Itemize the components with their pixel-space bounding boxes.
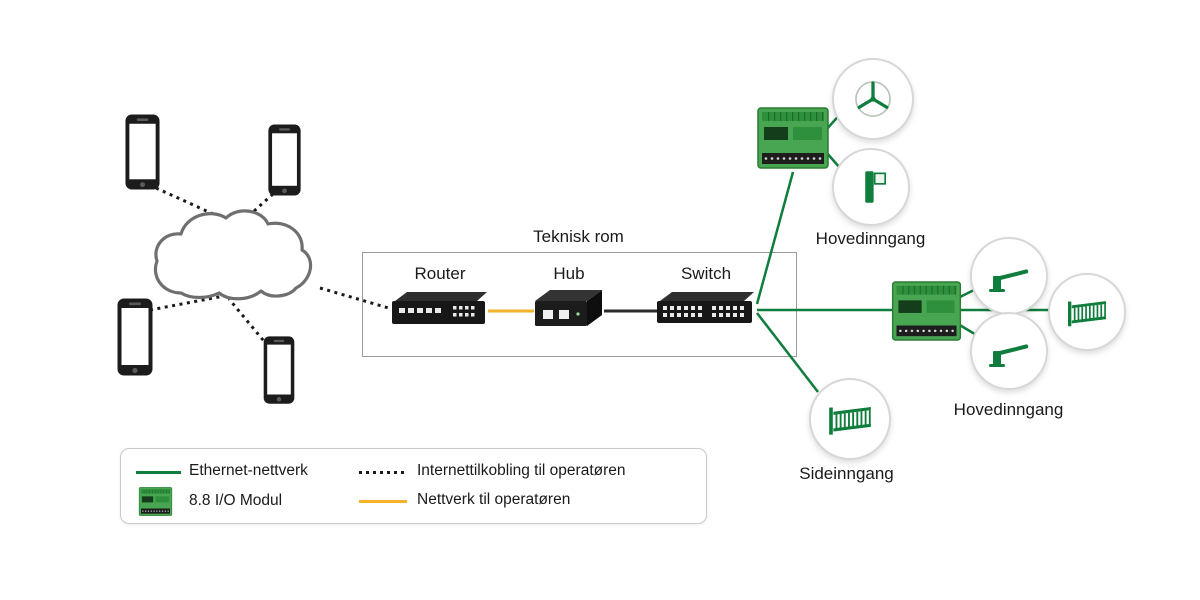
legend-io-module-icon [133,487,178,516]
router-device [392,292,487,324]
gate-badge [1048,273,1126,351]
io-module-icon [890,281,963,341]
smartphone-icon [262,335,296,405]
legend-ethernet-label: Ethernet-nettverk [189,462,308,479]
legend-operator-label: Nettverk til operatøren [417,491,571,508]
switch-label: Switch [680,264,732,283]
turnstile-rotor-icon [855,81,891,117]
barrier-badge [970,312,1048,390]
hub-label: Hub [553,264,585,283]
legend-ethernet-swatch [136,471,181,474]
hub-device [535,290,602,326]
turnstile-post-badge [832,148,910,226]
router-label: Router [414,264,466,283]
legend-internet-swatch [359,471,407,475]
turnstile-rotor-badge [832,58,914,140]
smartphone-icon [267,122,302,198]
gate-icon [1064,293,1110,331]
side-gate-badge [809,378,891,460]
barrier-badge [970,237,1048,315]
switch-device [657,292,754,323]
legend: Ethernet-nettverk Internettilkobling til… [120,448,707,524]
turnstile-post-icon [865,171,887,203]
legend-internet-label: Internettilkobling til operatøren [417,462,626,479]
barrier-icon [986,256,1032,296]
io-module-icon [757,106,829,170]
smartphone-icon [116,297,154,377]
barrier-icon [986,331,1032,371]
smartphone-icon [124,112,161,192]
gate-icon [825,398,875,440]
entrance-top-label: Hovedinngang [815,229,926,248]
cloud-icon [153,209,313,301]
technical-room-label: Teknisk rom [533,227,624,246]
side-entrance-label: Sideinngang [799,464,894,483]
legend-operator-swatch [359,500,407,503]
entrance-right-label: Hovedinngang [953,400,1064,419]
legend-io-module-label: 8.8 I/O Modul [189,492,283,509]
